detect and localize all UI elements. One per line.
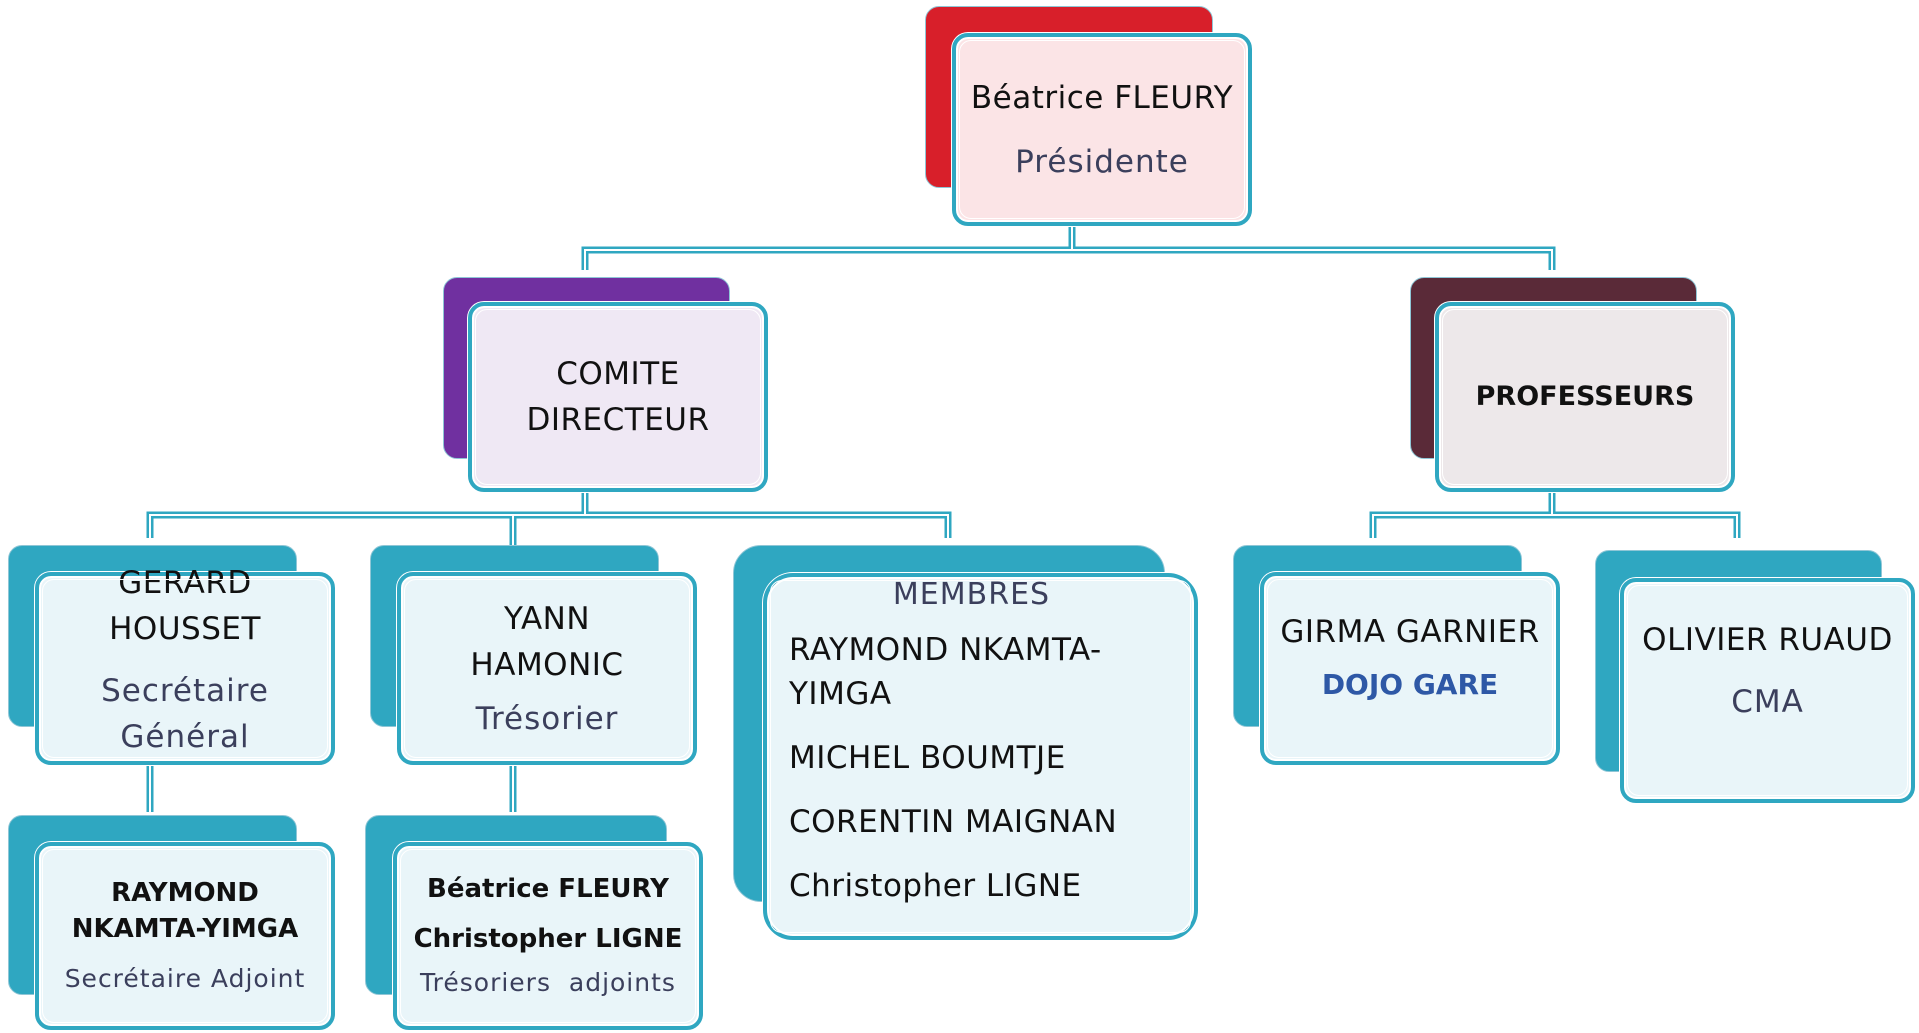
tresorier-role: Trésorier [475,700,619,737]
secretaire-last: HOUSSET [109,611,261,647]
professeurs-node: PROFESSEURS [1410,277,1735,492]
prof-garnier-card: GIRMA GARNIER DOJO GARE [1260,572,1560,765]
president-node: Béatrice FLEURY Présidente [925,6,1255,226]
membre-item: YIMGA [789,676,892,712]
tresoriers-adjoints-card: Béatrice FLEURY Christopher LIGNE Trésor… [393,842,703,1030]
membre-item: Christopher LIGNE [789,868,1082,904]
secretaire-card: GERARD HOUSSET Secrétaire Général [35,565,335,765]
tresorier-card: YANN HAMONIC Trésorier [397,572,697,765]
tresoriers-adjoints-name2: Christopher LIGNE [413,924,683,954]
tresoriers-adjoints-node: Béatrice FLEURY Christopher LIGNE Trésor… [365,815,705,1030]
comite-directeur-node: COMITE DIRECTEUR [443,277,768,492]
secretaire-role-line1: Secrétaire [101,673,269,709]
tresorier-node: YANN HAMONIC Trésorier [370,545,697,765]
secretaire-adjoint-role: Secrétaire Adjoint [64,964,306,993]
prof-ruaud-role: CMA [1731,683,1804,720]
prof-garnier-name: GIRMA GARNIER [1280,613,1540,650]
comite-line1: COMITE [556,356,680,392]
prof-ruaud-name: OLIVIER RUAUD [1642,621,1893,658]
president-name: Béatrice FLEURY [970,79,1234,116]
president-card: Béatrice FLEURY Présidente [952,33,1252,226]
president-role: Présidente [1015,143,1189,180]
tresoriers-adjoints-name1: Béatrice FLEURY [427,874,669,904]
secretaire-adjoint-card: RAYMOND NKAMTA-YIMGA Secrétaire Adjoint [35,842,335,1030]
prof-garnier-node: GIRMA GARNIER DOJO GARE [1233,545,1560,765]
membre-item: MICHEL BOUMTJE [789,740,1066,776]
secretaire-adjoint-line1: RAYMOND [111,878,259,908]
secretaire-node: GERARD HOUSSET Secrétaire Général [8,545,335,765]
secretaire-role-line2: Général [120,719,250,755]
membre-item: CORENTIN MAIGNAN [789,804,1118,840]
membres-card: MEMBRES RAYMOND NKAMTA- YIMGA MICHEL BOU… [763,573,1198,940]
tresorier-last: HAMONIC [470,646,624,683]
secretaire-adjoint-line2: NKAMTA-YIMGA [71,914,299,944]
prof-ruaud-node: OLIVIER RUAUD CMA [1595,550,1919,805]
membres-title: MEMBRES [892,577,1051,612]
membre-item: RAYMOND NKAMTA- [789,632,1102,668]
secretaire-first: GERARD [118,565,252,601]
prof-garnier-role: DOJO GARE [1321,667,1499,701]
comite-line2: DIRECTEUR [526,402,710,438]
tresorier-first: YANN [503,600,591,637]
professeurs-label: PROFESSEURS [1475,381,1695,412]
comite-card: COMITE DIRECTEUR [468,302,768,492]
membres-node: MEMBRES RAYMOND NKAMTA- YIMGA MICHEL BOU… [733,545,1198,940]
professeurs-card: PROFESSEURS [1435,302,1735,492]
connector-president-children [581,222,1556,270]
prof-ruaud-card: OLIVIER RUAUD CMA [1620,578,1915,803]
tresoriers-adjoints-role: Trésoriers adjoints [420,968,676,997]
secretaire-adjoint-node: RAYMOND NKAMTA-YIMGA Secrétaire Adjoint [8,815,335,1030]
